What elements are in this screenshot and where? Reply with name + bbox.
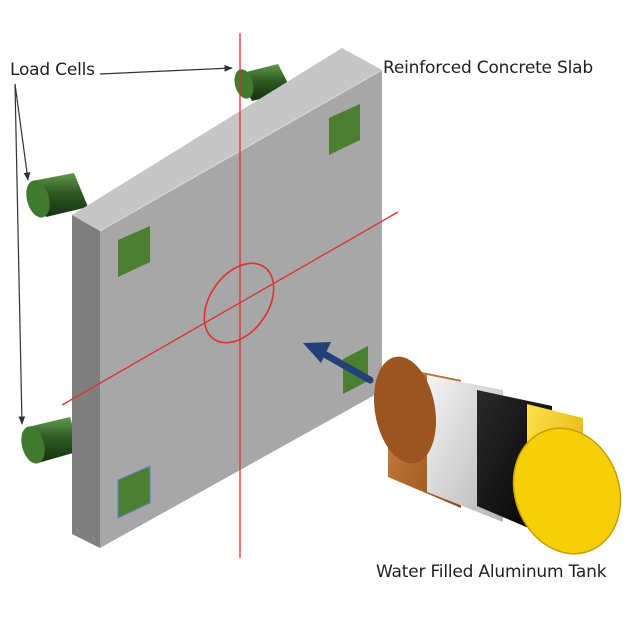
load-cell-left-bottom bbox=[21, 417, 80, 464]
load-cells-leaders bbox=[14, 64, 233, 425]
slab-left-face bbox=[72, 215, 100, 548]
contact-pad-left-bottom bbox=[117, 465, 151, 519]
slab-label: Reinforced Concrete Slab bbox=[383, 58, 593, 78]
contact-pad-left-middle bbox=[118, 226, 150, 277]
slab-front-face bbox=[100, 70, 382, 548]
contact-pad-top-right bbox=[329, 104, 360, 155]
impact-arrow-icon bbox=[303, 342, 374, 384]
slab-axes bbox=[61, 33, 399, 558]
target-ring bbox=[203, 262, 275, 344]
tank-front-face bbox=[512, 427, 622, 555]
tank-back-cap bbox=[374, 356, 436, 464]
horizontal-axis-line bbox=[61, 211, 399, 406]
aluminum-tank bbox=[374, 356, 622, 555]
load-cell-left-middle bbox=[26, 173, 88, 218]
concrete-slab bbox=[72, 48, 383, 548]
tank-label: Water Filled Aluminum Tank bbox=[376, 562, 607, 582]
load-cells-label: Load Cells bbox=[10, 60, 95, 80]
slab-top-face bbox=[72, 48, 382, 231]
